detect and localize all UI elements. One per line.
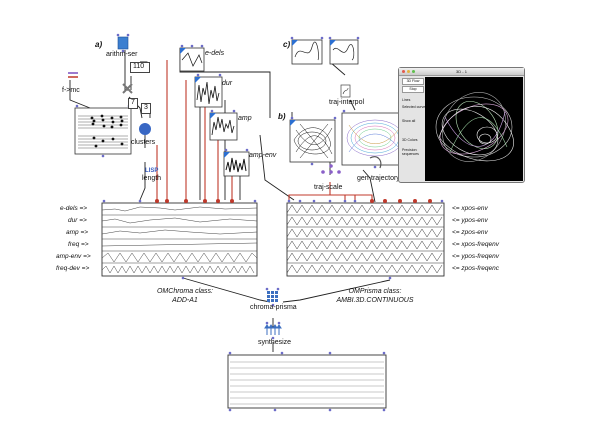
amp-env-curve — [225, 157, 247, 173]
amp-env-label[interactable]: amp-env — [249, 152, 277, 159]
row-label-amp-env: amp-env => — [56, 253, 91, 260]
cross-icon[interactable] — [122, 83, 133, 94]
arithm-ser-label[interactable]: arithm-ser — [106, 51, 138, 58]
precision-label: Precision: sequences — [402, 148, 419, 156]
chroma-prisma-label[interactable]: chroma-prisma — [250, 304, 297, 311]
synthesize-output-box[interactable] — [227, 354, 387, 409]
trajectory-end-box[interactable] — [329, 39, 359, 65]
row-label-freq: freq => — [68, 241, 89, 248]
close-icon[interactable] — [402, 70, 405, 73]
row-label-freq-dev: freq-dev => — [56, 265, 90, 272]
traj-interpol-curve — [342, 87, 349, 95]
synthesize-icon[interactable] — [264, 324, 282, 335]
option-selected-curve[interactable]: Selected curve — [402, 105, 426, 109]
dur-curve — [196, 81, 220, 105]
omchroma-matrix[interactable] — [101, 202, 258, 277]
trajectory-web-curves — [293, 123, 333, 159]
omprisma-caption: OMPrisma class: AMBI.3D.CONTINUOUS — [325, 287, 425, 305]
viewer-title-bar[interactable]: 3D - 1 — [399, 68, 524, 76]
gen-trajectory-label[interactable]: gen-trajectory — [357, 175, 400, 182]
traj-interpol-label[interactable]: traj-interpol — [329, 99, 365, 106]
row-label-zpos-freqenc: <= zpos-freqenc — [452, 265, 499, 272]
trajectory-end-curve — [332, 44, 355, 61]
zoom-icon[interactable] — [412, 70, 415, 73]
viewer-3d-window[interactable]: 3D - 1 3D Flow Stop Lines Selected curve… — [398, 67, 525, 183]
arithm-ser-icon[interactable] — [117, 36, 129, 50]
viewer-title: 3D - 1 — [456, 69, 467, 74]
gen-trajectory-icon[interactable] — [369, 156, 382, 169]
omchroma-caption-line1: OMChroma class: — [156, 288, 213, 295]
flow-button[interactable]: 3D Flow — [402, 78, 424, 85]
selection-markers — [155, 199, 432, 203]
row-label-dur: dur => — [68, 217, 87, 224]
amp-curve — [211, 116, 235, 136]
section-c-label: c) — [283, 40, 291, 49]
omchroma-caption: OMChroma class: ADD-A1 — [150, 287, 220, 305]
f-mc-label[interactable]: f->mc — [62, 87, 80, 94]
omprisma-caption-line2: AMBI.3D.CONTINUOUS — [336, 297, 414, 304]
amp-label[interactable]: amp — [238, 115, 252, 122]
viewer-3d-render — [435, 92, 514, 162]
row-label-xpos-env: <= xpos-env — [452, 205, 488, 212]
section-b-label: b) — [278, 112, 286, 121]
length-label[interactable]: length — [142, 175, 162, 182]
noteheads — [90, 114, 124, 148]
viewer-3d-canvas[interactable] — [425, 77, 523, 181]
minimize-icon[interactable] — [407, 70, 410, 73]
omprisma-matrix[interactable] — [286, 202, 445, 277]
section-a-label: a) — [95, 40, 103, 49]
f-mc-icon[interactable] — [68, 72, 78, 78]
dur-label[interactable]: dur — [222, 80, 233, 87]
selection-corners — [180, 40, 336, 158]
clusters-label[interactable]: clusters — [131, 139, 156, 146]
row-label-xpos-freqenv: <= xpos-freqenv — [452, 241, 499, 248]
option-lines[interactable]: Lines — [402, 98, 411, 102]
trajectory-web-box[interactable] — [289, 119, 336, 163]
omchroma-caption-line2: ADD-A1 — [172, 297, 198, 304]
omprisma-caption-line1: OMPrisma class: — [348, 288, 402, 295]
e-dels-graph[interactable] — [179, 47, 205, 72]
row-label-amp: amp => — [66, 229, 89, 236]
row-label-zpos-env: <= zpos-env — [452, 229, 488, 236]
port-dots — [75, 33, 444, 412]
option-3d-colors[interactable]: 3D Colors — [402, 138, 418, 142]
option-show-all[interactable]: Show all — [402, 119, 416, 123]
chroma-prisma-icon[interactable] — [267, 291, 278, 302]
omchroma-matrix-lines — [101, 206, 258, 274]
number-box-110[interactable]: 110 — [130, 62, 150, 73]
synthesize-label[interactable]: synthesize — [258, 339, 292, 346]
red-wires — [156, 60, 373, 200]
traj-interpol-icon[interactable] — [340, 84, 351, 98]
e-dels-curve — [181, 52, 203, 67]
traj-scale-icon[interactable] — [321, 164, 341, 174]
trajectory-start-curve — [294, 41, 319, 61]
row-label-ypos-env: <= ypos-env — [452, 217, 488, 224]
trajectory-start-box[interactable] — [291, 39, 323, 65]
number-box-3[interactable]: 3 — [141, 103, 151, 114]
lisp-label: LISP — [145, 168, 159, 174]
number-box-7[interactable]: 7 — [128, 98, 138, 109]
traj-scale-label[interactable]: traj-scale — [314, 184, 343, 191]
omprisma-matrix-lines — [286, 204, 444, 274]
output-lines — [230, 361, 384, 405]
row-label-e-dels: e-dels => — [60, 205, 88, 212]
e-dels-label[interactable]: e-dels — [205, 50, 225, 57]
stop-button[interactable]: Stop — [402, 86, 424, 93]
row-label-ypos-freqenv: <= ypos-freqenv — [452, 253, 499, 260]
clusters-icon[interactable] — [139, 123, 151, 135]
score-box[interactable] — [74, 107, 132, 155]
